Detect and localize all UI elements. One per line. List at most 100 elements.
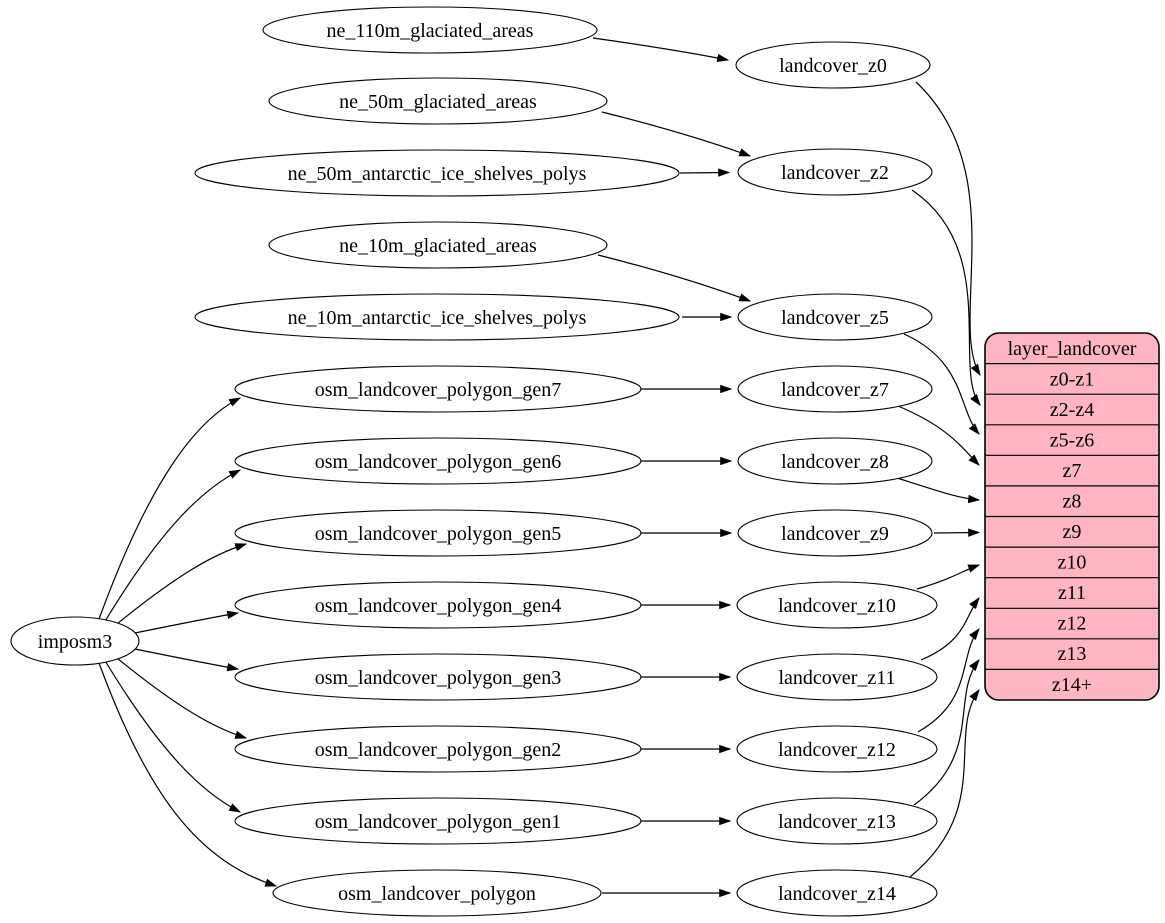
landcover-z10-label: landcover_z10: [778, 595, 896, 617]
osm-landcover-polygon-ellipse: [272, 869, 602, 917]
ne-110m-glaciated-areas-ellipse: [262, 6, 598, 54]
node-landcover-z2: landcover_z2: [737, 148, 933, 196]
edge-ne50m-antarctic-to-z2: [679, 168, 731, 177]
landcover-z13-label: landcover_z13: [778, 811, 896, 833]
edge-z8-to-row-z8: [893, 476, 981, 504]
edge-imposm3-to-gen3: [129, 647, 240, 672]
osm-landcover-polygon-gen5-ellipse: [234, 509, 642, 557]
table-row-z13: z13: [1058, 643, 1087, 665]
node-osm-landcover-polygon-gen6: osm_landcover_polygon_gen6: [234, 437, 642, 485]
table-row-z9: z9: [1063, 521, 1082, 543]
node-ne-110m-glaciated-areas: ne_110m_glaciated_areas: [262, 6, 598, 54]
edge-imposm3-to-gen4: [129, 610, 240, 635]
edges-to-table: [893, 81, 981, 878]
ne-50m-antarctic-ice-shelves-polys-ellipse: [194, 149, 680, 197]
edge-z14-to-row-z14plus: [909, 689, 980, 878]
edge-imposm3-to-gen5: [111, 543, 248, 629]
landcover-z5-ellipse: [737, 293, 933, 341]
ne-10m-antarctic-ice-shelves-polys-label: ne_10m_antarctic_ice_shelves_polys: [288, 307, 587, 329]
ne-50m-antarctic-ice-shelves-polys-label: ne_50m_antarctic_ice_shelves_polys: [288, 163, 587, 185]
node-osm-landcover-polygon: osm_landcover_polygon: [272, 869, 602, 917]
landcover-z0-label: landcover_z0: [779, 55, 887, 77]
imposm3-label: imposm3: [38, 631, 112, 653]
ne-10m-glaciated-areas-ellipse: [268, 221, 608, 269]
osm-landcover-polygon-gen7-label: osm_landcover_polygon_gen7: [315, 379, 562, 401]
table-row-z8: z8: [1063, 491, 1082, 513]
landcover-z7-label: landcover_z7: [781, 379, 889, 401]
edges-imposm3: [98, 397, 278, 887]
node-imposm3: imposm3: [10, 616, 140, 666]
node-ne-50m-antarctic-ice-shelves-polys: ne_50m_antarctic_ice_shelves_polys: [194, 149, 680, 197]
table-row-z14plus: z14+: [1052, 674, 1092, 696]
osm-landcover-polygon-gen2-ellipse: [234, 725, 642, 773]
edge-z0-to-row-z0-z1: [915, 81, 981, 377]
node-landcover-z12: landcover_z12: [736, 725, 938, 773]
edge-z5-to-row-z5-z6: [903, 333, 980, 435]
osm-landcover-polygon-gen3-label: osm_landcover_polygon_gen3: [315, 667, 562, 689]
landcover-z2-ellipse: [737, 148, 933, 196]
osm-landcover-polygon-gen2-label: osm_landcover_polygon_gen2: [315, 739, 562, 761]
node-osm-landcover-polygon-gen5: osm_landcover_polygon_gen5: [234, 509, 642, 557]
landcover-z5-label: landcover_z5: [781, 307, 889, 329]
landcover-z9-label: landcover_z9: [781, 523, 889, 545]
table-row-z5-z6: z5-z6: [1050, 430, 1094, 452]
edge-ne10m-glaciated-to-z5: [597, 254, 752, 302]
node-ne-10m-glaciated-areas: ne_10m_glaciated_areas: [268, 221, 608, 269]
node-osm-landcover-polygon-gen3: osm_landcover_polygon_gen3: [234, 653, 642, 701]
landcover-z10-ellipse: [736, 581, 938, 629]
osm-landcover-polygon-gen1-label: osm_landcover_polygon_gen1: [315, 811, 562, 833]
node-landcover-z11: landcover_z11: [736, 653, 938, 701]
edge-z12-to-row-z12: [917, 628, 980, 733]
imposm3-ellipse: [10, 616, 140, 666]
edge-imposm3-to-polygon: [98, 662, 278, 887]
node-osm-landcover-polygon-gen7: osm_landcover_polygon_gen7: [234, 365, 642, 413]
edge-z13-to-row-z13: [913, 659, 980, 806]
osm-landcover-polygon-gen6-label: osm_landcover_polygon_gen6: [315, 451, 562, 473]
layer-landcover-title: layer_landcover: [1008, 338, 1137, 360]
table-row-z2-z4: z2-z4: [1050, 399, 1094, 421]
landcover-z11-ellipse: [736, 653, 938, 701]
osm-landcover-polygon-gen5-label: osm_landcover_polygon_gen5: [315, 523, 562, 545]
landcover-z0-ellipse: [735, 41, 931, 89]
node-landcover-z5: landcover_z5: [737, 293, 933, 341]
edge-imposm3-to-gen1: [103, 658, 242, 813]
ne-50m-glaciated-areas-label: ne_50m_glaciated_areas: [339, 91, 537, 113]
table-row-z0-z1: z0-z1: [1050, 369, 1094, 391]
node-landcover-z13: landcover_z13: [736, 797, 938, 845]
ne-110m-glaciated-areas-label: ne_110m_glaciated_areas: [327, 20, 534, 42]
landcover-z14-ellipse: [736, 869, 938, 917]
landcover-z11-label: landcover_z11: [779, 667, 896, 689]
landcover-z14-label: landcover_z14: [778, 883, 896, 905]
node-osm-landcover-polygon-gen2: osm_landcover_polygon_gen2: [234, 725, 642, 773]
landcover-z12-label: landcover_z12: [778, 739, 896, 761]
node-landcover-z14: landcover_z14: [736, 869, 938, 917]
edge-z2-to-row-z2-z4: [911, 189, 981, 406]
table-row-z12: z12: [1058, 613, 1087, 635]
node-landcover-z10: landcover_z10: [736, 581, 938, 629]
ne-50m-glaciated-areas-ellipse: [268, 77, 608, 125]
node-osm-landcover-polygon-gen1: osm_landcover_polygon_gen1: [234, 797, 642, 845]
table-row-z7: z7: [1063, 460, 1082, 482]
node-landcover-z8: landcover_z8: [737, 437, 933, 485]
table-row-z11: z11: [1058, 582, 1086, 604]
edge-imposm3-to-gen7: [98, 397, 242, 620]
edge-z10-to-row-z10: [916, 564, 981, 590]
node-ne-10m-antarctic-ice-shelves-polys: ne_10m_antarctic_ice_shelves_polys: [194, 293, 680, 341]
osm-landcover-polygon-label: osm_landcover_polygon: [338, 883, 536, 905]
node-ne-50m-glaciated-areas: ne_50m_glaciated_areas: [268, 77, 608, 125]
edge-imposm3-to-gen2: [111, 653, 248, 739]
edge-z9-to-row-z9: [933, 528, 981, 537]
edge-z11-to-row-z11: [920, 597, 980, 661]
osm-landcover-polygon-gen1-ellipse: [234, 797, 642, 845]
node-osm-landcover-polygon-gen4: osm_landcover_polygon_gen4: [234, 581, 642, 629]
node-landcover-z7: landcover_z7: [737, 365, 933, 413]
ne-10m-antarctic-ice-shelves-polys-ellipse: [194, 293, 680, 341]
osm-landcover-polygon-gen3-ellipse: [234, 653, 642, 701]
node-landcover-z9: landcover_z9: [737, 509, 933, 557]
landcover-z12-ellipse: [736, 725, 938, 773]
landcover-z8-ellipse: [737, 437, 933, 485]
landcover-z9-ellipse: [737, 509, 933, 557]
layer-landcover-table: layer_landcover z0-z1 z2-z4 z5-z6 z7 z8 …: [984, 332, 1160, 701]
landcover-z7-ellipse: [737, 365, 933, 413]
